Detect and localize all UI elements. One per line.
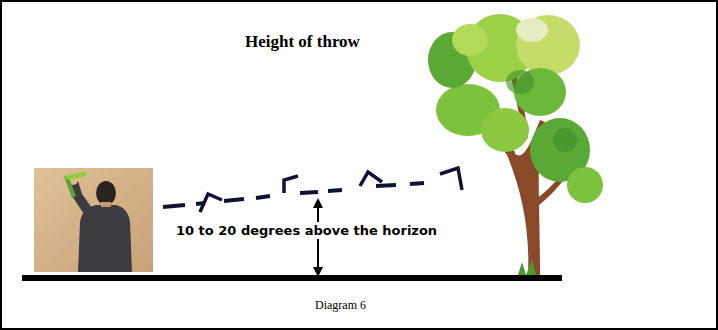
- diagram-title: Height of throw: [245, 32, 360, 52]
- angle-note: 10 to 20 degrees above the horizon: [173, 222, 440, 239]
- boomerangs: [200, 168, 462, 212]
- diagram-caption: Diagram 6: [315, 298, 366, 313]
- ground-line: [22, 275, 562, 281]
- tree: [428, 14, 603, 275]
- thrower-photo: [34, 168, 153, 272]
